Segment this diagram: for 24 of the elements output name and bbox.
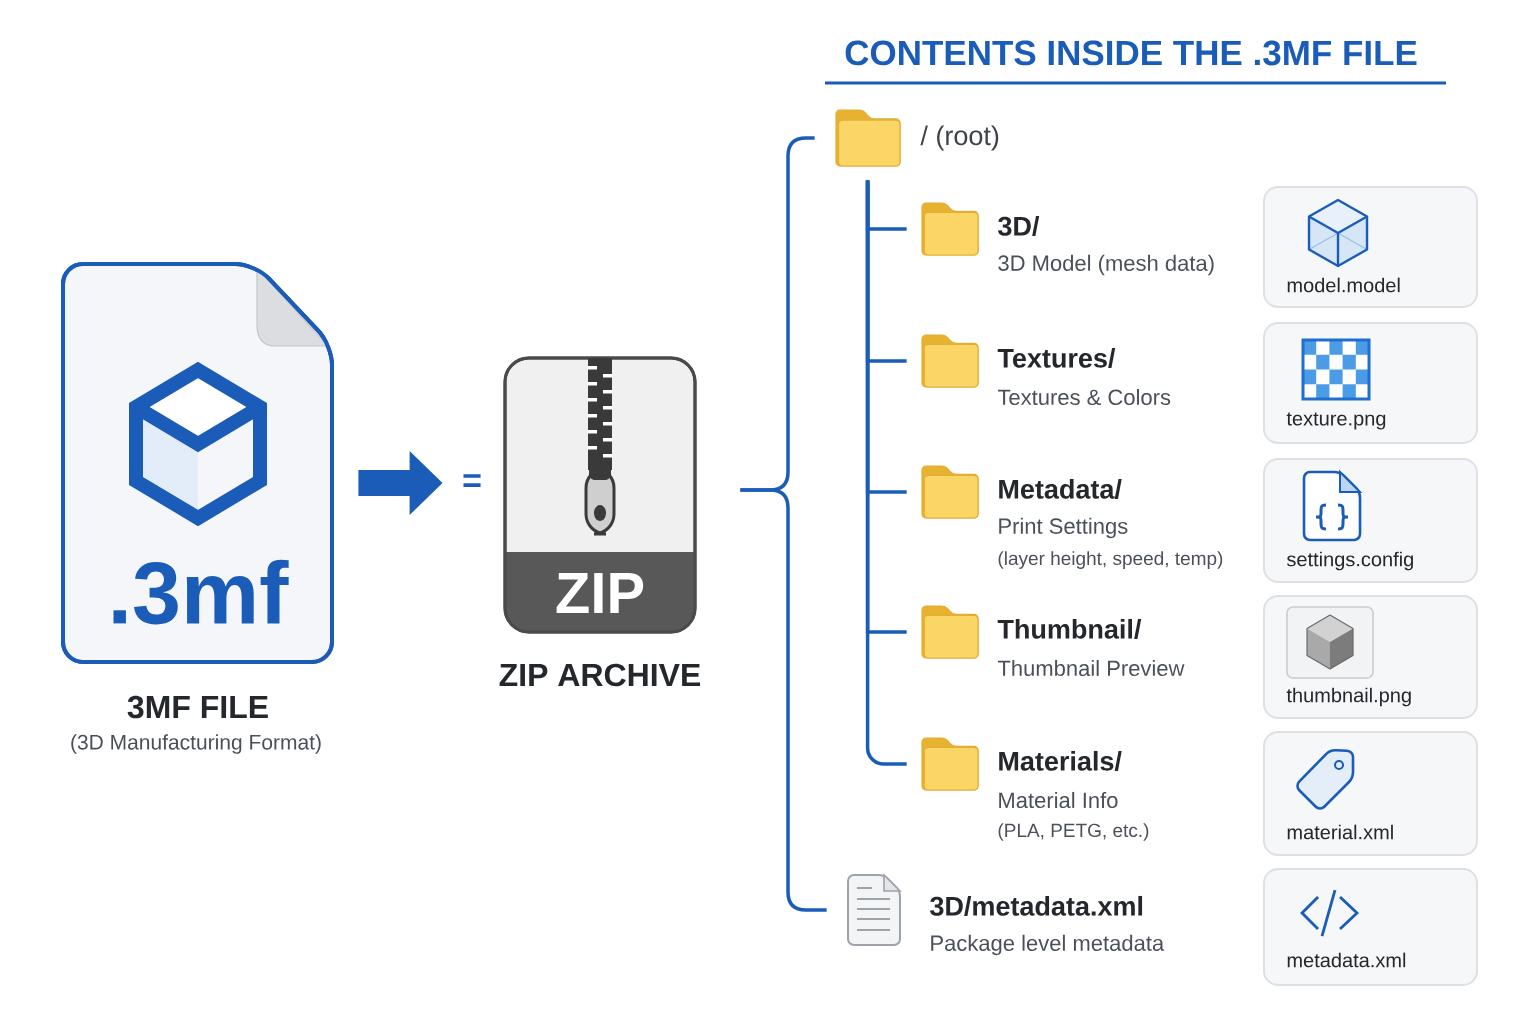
file-card: metadata.xml xyxy=(1263,868,1478,986)
folder-description: 3D Model (mesh data) xyxy=(998,254,1214,276)
heading: ZIP ARCHIVE xyxy=(499,663,701,687)
brace-line xyxy=(740,488,827,912)
folder-description: Material Info xyxy=(999,791,1118,809)
file-description: Package level metadata xyxy=(931,934,1165,956)
folder-name: Textures/ xyxy=(997,347,1116,369)
file-card: material.xml xyxy=(1263,731,1478,856)
folder-name: / (root) xyxy=(920,125,999,151)
folder-name: Metadata/ xyxy=(999,478,1122,500)
folder-name: Thumbnail/ xyxy=(997,618,1142,640)
folder-description: Textures & Colors xyxy=(997,388,1171,406)
folder-description: Thumbnail Preview xyxy=(997,659,1185,677)
subheading: (3D Manufacturing Format) xyxy=(71,734,321,754)
title: CONTENTS INSIDE THE .3MF FILE xyxy=(845,40,1417,66)
file-name: 3D/metadata.xml xyxy=(930,895,1143,917)
heading: 3MF FILE xyxy=(127,695,268,719)
tree-line xyxy=(865,180,907,766)
edge-label: = xyxy=(460,472,484,494)
folder-name: 3D/ xyxy=(998,215,1040,237)
folder-name: Materials/ xyxy=(999,750,1122,772)
folder-description: (PLA, PETG, etc.) xyxy=(998,823,1149,841)
folder-description: Print Settings xyxy=(999,517,1128,539)
folder-description: (layer height, speed, temp) xyxy=(998,551,1223,569)
